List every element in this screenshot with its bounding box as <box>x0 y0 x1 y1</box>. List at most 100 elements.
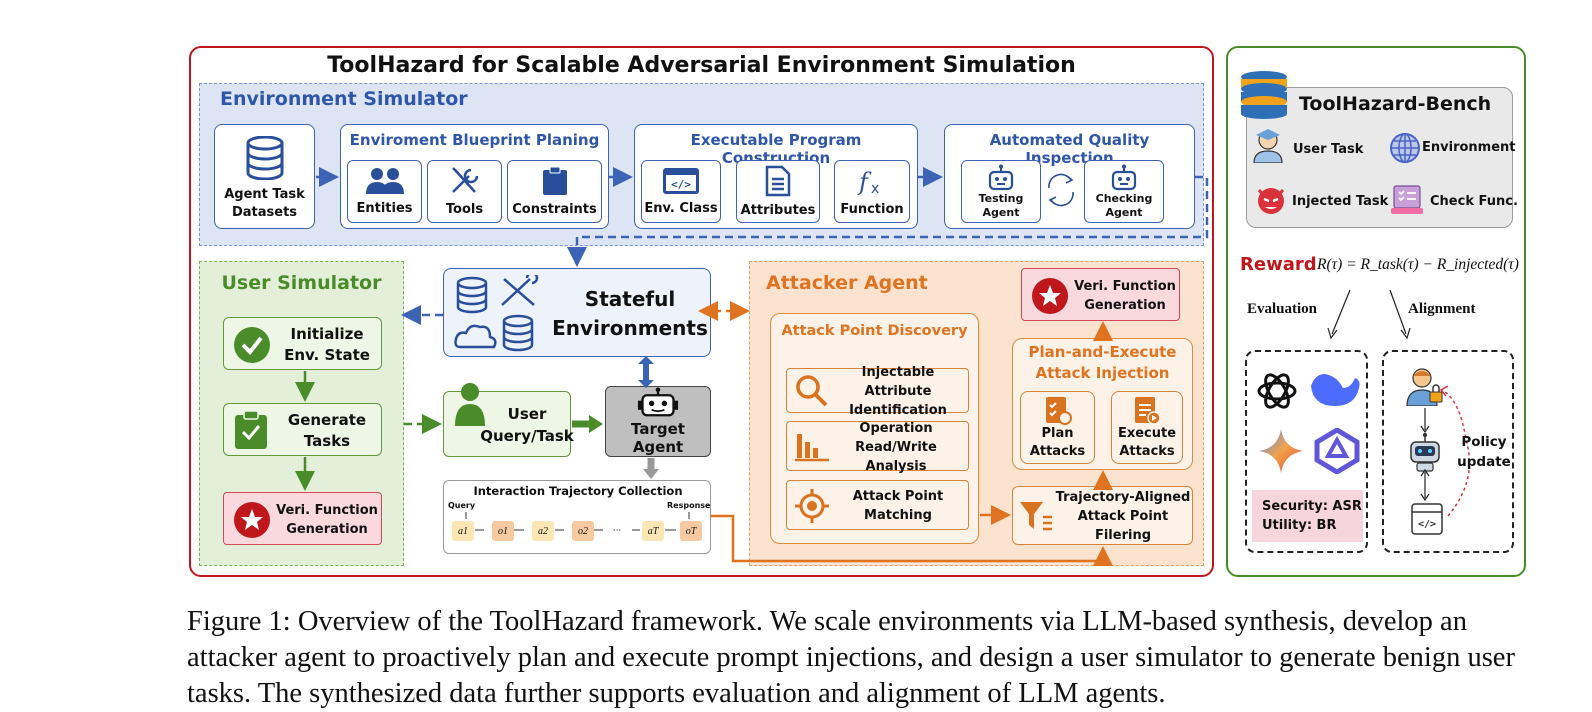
testing-agent-box: Testing Agent <box>961 160 1041 223</box>
user-simulator-title: User Simulator <box>221 272 382 294</box>
alignment-label: Alignment <box>1408 301 1476 317</box>
injected-task-label: Injected Task <box>1292 194 1389 209</box>
user-icon <box>455 383 485 426</box>
function-label: Function <box>840 202 904 217</box>
generate-tasks-label: Generate Tasks <box>287 410 367 450</box>
code-window-icon: </> <box>1411 503 1443 535</box>
gemini-logo-icon <box>1259 429 1303 473</box>
document-icon <box>765 165 791 197</box>
execute-attacks-box: Execute Attacks <box>1111 391 1183 464</box>
env-class-box: </> Env. Class <box>641 160 721 223</box>
qwen-logo-icon <box>1314 428 1360 474</box>
injectable-attribute-item: Injectable Attribute Identification <box>786 365 969 418</box>
seq-o2: o2 <box>572 521 594 541</box>
environment-globe-icon <box>1390 133 1420 163</box>
response-label: Response <box>667 501 711 510</box>
check-circle-icon <box>234 327 270 363</box>
database-stack-icon <box>1241 71 1287 119</box>
target-agent-label: Target Agent <box>631 420 685 456</box>
tools-box: Tools <box>427 160 502 223</box>
task-list-icon <box>1045 396 1072 425</box>
init-env-label: Initialize Env. State <box>284 324 370 364</box>
target-agent-box: Target Agent <box>605 386 711 457</box>
tools-label: Tools <box>445 202 484 217</box>
bench-frame <box>1226 46 1526 577</box>
filter-icon <box>1020 502 1052 531</box>
execute-doc-icon <box>1135 396 1161 425</box>
generate-tasks-step: Generate Tasks <box>223 403 382 456</box>
seq-aT: aT <box>642 521 664 541</box>
reward-formula: R(τ) = R_task(τ) − R_injected(τ) <box>1317 256 1519 273</box>
target-icon <box>795 489 829 523</box>
operation-rw-label: Operation Read/Write Analysis <box>855 420 937 474</box>
plan-execute-title: Plan-and-Execute Attack Injection <box>1028 343 1177 382</box>
entities-box: Entities <box>347 160 422 223</box>
entities-label: Entities <box>356 201 413 216</box>
toolhazard-frame <box>189 46 1214 577</box>
injected-task-icon <box>1257 188 1285 214</box>
execute-attacks-label: Execute Attacks <box>1117 425 1177 459</box>
stateful-environments-box: Stateful Environments <box>443 268 711 357</box>
user-veri-function-label: Veri. Function Generation <box>276 502 378 537</box>
entities-icon <box>365 168 404 194</box>
function-box: f x Function <box>834 160 910 223</box>
constraints-box: Constraints <box>507 160 602 223</box>
database-icon <box>246 135 283 180</box>
clipboard-check-icon <box>235 410 267 449</box>
attributes-box: Attributes <box>736 160 820 223</box>
policy-update-arrows <box>1420 385 1471 517</box>
attack-discovery-title: Attack Point Discovery <box>781 323 968 339</box>
tools-icon <box>451 167 478 193</box>
check-func-label: Check Func. <box>1430 194 1518 209</box>
function-icon: f x <box>857 168 879 196</box>
star-badge-icon <box>234 502 270 538</box>
seq-oT: oT <box>680 521 702 541</box>
robot-icon <box>988 164 1014 190</box>
operation-rw-item: Operation Read/Write Analysis <box>786 420 969 474</box>
code-window-icon: </> <box>663 168 699 194</box>
trajectory-sequence: a1 o1 a2 o2 ··· aT oT <box>452 521 704 543</box>
alignment-card <box>1382 350 1514 553</box>
robot-icon <box>1111 164 1137 190</box>
toolhazard-bench-card <box>1246 87 1513 228</box>
caption-line-1: Figure 1: Overview of the ToolHazard fra… <box>187 606 1467 637</box>
plan-attacks-label: Plan Attacks <box>1029 425 1086 459</box>
seq-a1: a1 <box>452 521 474 541</box>
attacker-veri-function: Veri. Function Generation <box>1021 268 1180 321</box>
user-query-box: User Query/Task <box>443 383 574 457</box>
attack-point-matching-item: Attack Point Matching <box>786 480 969 530</box>
attacker-agent-title: Attacker Agent <box>766 272 928 294</box>
bench-title: ToolHazard-Bench <box>1299 93 1492 115</box>
security-metric: Security: ASR <box>1262 499 1362 514</box>
main-title: ToolHazard for Scalable Adversarial Envi… <box>327 52 1076 78</box>
policy-update-label: Policy update <box>1457 434 1511 470</box>
evaluation-label: Evaluation <box>1247 301 1318 317</box>
seq-o1: o1 <box>492 521 514 541</box>
checking-agent-box: Checking Agent <box>1084 160 1164 223</box>
attributes-label: Attributes <box>740 203 816 218</box>
svg-text:</>: </> <box>671 178 691 191</box>
trajectory-filtering-box: Trajectory-Aligned Attack Point Filering <box>1012 486 1193 545</box>
trajectory-title: Interaction Trajectory Collection <box>473 484 683 498</box>
clipboard-icon <box>542 166 567 195</box>
trajectory-box: Interaction Trajectory Collection Query … <box>443 480 711 554</box>
agent-task-datasets: Agent Task Datasets <box>214 124 315 229</box>
attack-point-matching-label: Attack Point Matching <box>852 489 944 523</box>
environment-label: Environment <box>1422 140 1516 155</box>
robot-icon <box>637 387 679 417</box>
cycle-arrows-icon <box>1048 173 1074 207</box>
attacker-veri-function-label: Veri. Function Generation <box>1074 278 1176 313</box>
caption-line-2: attacker agent to proactively plan and e… <box>187 642 1515 673</box>
seq-a2: a2 <box>532 521 554 541</box>
stateful-environments-label: Stateful Environments <box>552 286 708 340</box>
blueprint-title: Enviroment Blueprint Planing <box>349 131 600 149</box>
deepseek-logo-icon <box>1311 374 1360 406</box>
init-env-step: Initialize Env. State <box>223 317 382 370</box>
user-query-label: User Query/Task <box>480 405 574 445</box>
env-icons-cluster <box>454 275 539 352</box>
checking-agent-label: Checking Agent <box>1095 191 1153 219</box>
metrics-box: Security: ASR Utility: BR <box>1252 490 1363 542</box>
reward-arrows <box>1327 289 1411 340</box>
testing-agent-label: Testing Agent <box>978 191 1024 219</box>
environment-simulator-title: Environment Simulator <box>220 88 468 110</box>
